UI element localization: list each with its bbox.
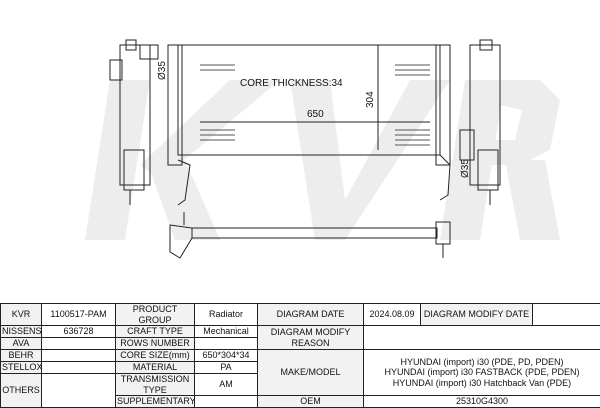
core-size-label: CORE SIZE(mm) [116, 350, 195, 362]
transmission-label: TRANSMISSION TYPE [116, 374, 195, 396]
material-value: PA [195, 362, 258, 374]
diagram-date-value: 2024.08.09 [364, 304, 421, 326]
others-value [42, 374, 116, 408]
rows-number-value [195, 338, 258, 350]
behr-value [42, 350, 116, 362]
rows-number-label: ROWS NUMBER [116, 338, 195, 350]
kvr-value: 1100517-PAM [42, 304, 116, 326]
make-model-line: HYUNDAI (import) i30 Hatchback Van (PDE) [365, 378, 599, 389]
make-model-line: HYUNDAI (import) i30 (PDE, PD, PDEN) [365, 357, 599, 368]
make-model-label: MAKE/MODEL [258, 350, 364, 396]
kvr-label: KVR [1, 304, 42, 326]
left-pipe-diameter: Ø35 [157, 61, 168, 80]
product-group-value: Radiator [195, 304, 258, 326]
right-pipe-diameter: Ø35 [460, 159, 471, 178]
spec-table: KVR 1100517-PAM PRODUCT GROUP Radiator D… [0, 303, 600, 408]
core-size-value: 650*304*34 [195, 350, 258, 362]
stellox-value [42, 362, 116, 374]
behr-label: BEHR [1, 350, 42, 362]
make-model-line: HYUNDAI (import) i30 FASTBACK (PDE, PDEN… [365, 367, 599, 378]
stellox-label: STELLOX [1, 362, 42, 374]
core-thickness-label: CORE THICKNESS:34 [240, 78, 343, 89]
diagram-modify-date-value [533, 304, 600, 326]
ava-value [42, 338, 116, 350]
material-label: MATERIAL [116, 362, 195, 374]
watermark-logo [85, 80, 560, 240]
product-group-label: PRODUCT GROUP [116, 304, 195, 326]
craft-type-label: CRAFT TYPE [116, 326, 195, 338]
transmission-value: AM [195, 374, 258, 396]
radiator-diagram: CORE THICKNESS:34 650 304 Ø35 Ø35 [0, 0, 600, 302]
make-model-values: HYUNDAI (import) i30 (PDE, PD, PDEN) HYU… [364, 350, 600, 396]
diagram-modify-date-label: DIAGRAM MODIFY DATE [421, 304, 533, 326]
nissens-value: 636728 [42, 326, 116, 338]
width-dimension: 650 [307, 109, 324, 120]
craft-type-value: Mechanical [195, 326, 258, 338]
others-label: OTHERS [1, 374, 42, 408]
modify-reason-label: DIAGRAM MODIFY REASON [258, 326, 364, 350]
modify-reason-value [364, 326, 600, 350]
height-dimension: 304 [365, 91, 376, 108]
ava-label: AVA [1, 338, 42, 350]
diagram-date-label: DIAGRAM DATE [258, 304, 364, 326]
nissens-label: NISSENS [1, 326, 42, 338]
